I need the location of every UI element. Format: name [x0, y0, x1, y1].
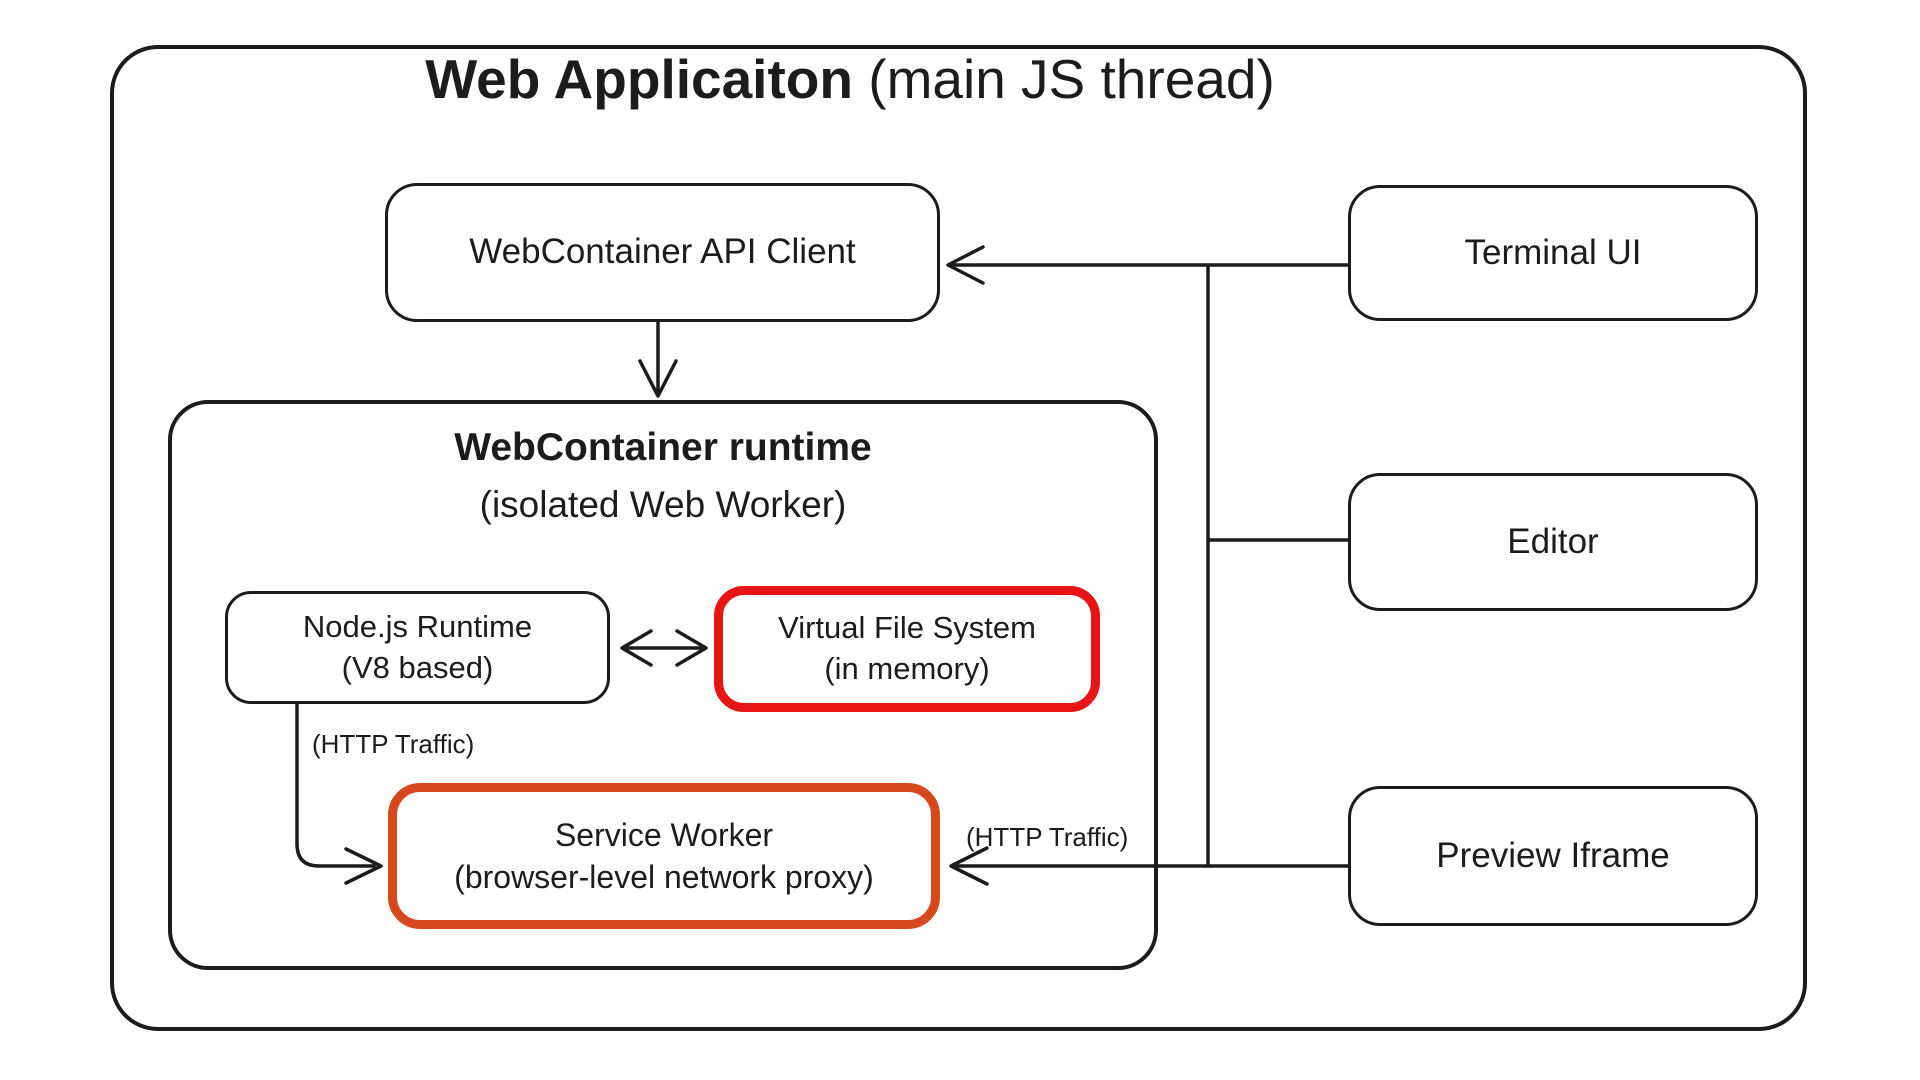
virtual-file-system-line2: (in memory) — [824, 651, 990, 686]
web-application-box — [110, 45, 1807, 1031]
webcontainer-runtime-subtitle: (isolated Web Worker) — [479, 484, 847, 526]
terminal-ui-label: Terminal UI — [1464, 232, 1642, 272]
webcontainer-runtime-title: WebContainer runtime — [454, 426, 872, 469]
service-worker-line1: Service Worker — [554, 816, 774, 853]
nodejs-runtime-line1: Node.js Runtime — [302, 608, 533, 644]
node-webcontainer-api-client: WebContainer API Client — [385, 183, 940, 322]
node-virtual-file-system: Virtual File System (in memory) — [714, 586, 1100, 712]
diagram-title-suffix: (main JS thread) — [852, 48, 1275, 110]
editor-label: Editor — [1507, 521, 1599, 561]
service-worker-line2: (browser-level network proxy) — [454, 859, 874, 895]
nodejs-runtime-line2: (V8 based) — [341, 649, 494, 685]
node-preview-iframe: Preview Iframe — [1348, 786, 1758, 926]
virtual-file-system-line1: Virtual File System — [778, 610, 1036, 646]
node-nodejs-runtime: Node.js Runtime (V8 based) — [225, 591, 610, 704]
preview-iframe-label: Preview Iframe — [1436, 835, 1670, 875]
node-webcontainer-runtime: WebContainer runtime (isolated Web Worke… — [168, 400, 1158, 970]
http-traffic-label-nodejs: (HTTP Traffic) — [312, 729, 475, 759]
node-editor: Editor — [1348, 473, 1758, 611]
node-service-worker: Service Worker (browser-level network pr… — [388, 783, 940, 929]
api-client-label: WebContainer API Client — [469, 232, 856, 272]
node-terminal-ui: Terminal UI — [1348, 185, 1758, 321]
diagram-title-app: Web Applicaiton — [425, 48, 853, 110]
http-traffic-label-preview: (HTTP Traffic) — [966, 822, 1129, 852]
diagram-title: Web Applicaiton (main JS thread) — [0, 47, 1700, 111]
